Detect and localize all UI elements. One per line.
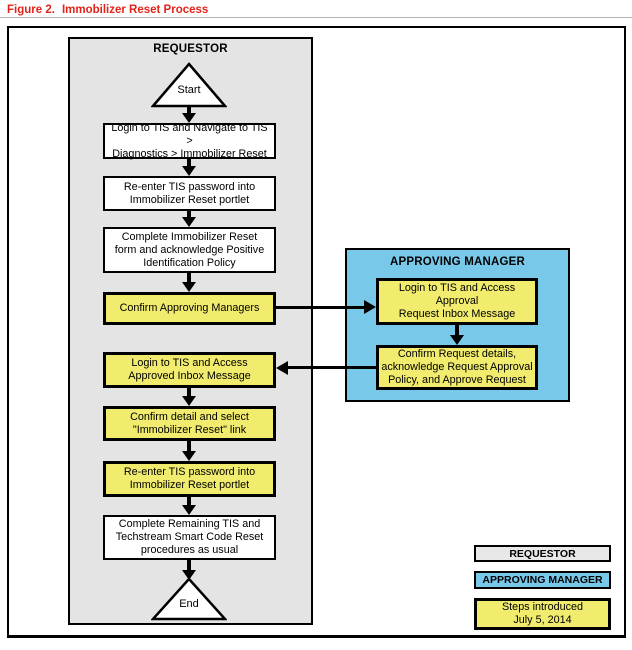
figure-number: Figure 2. [7,4,55,16]
flow-arrow-step8-to-end [187,559,191,571]
flow-arrowhead [182,570,196,580]
flow-arrow-start-to-step1 [187,106,191,114]
flow-arrowhead [450,335,464,345]
flow-arrow-step1-to-step2 [187,158,191,167]
step-login-approved-inbox: Login to TIS and Access Approved Inbox M… [103,352,276,388]
flow-arrowhead [182,217,196,227]
legend-requestor: REQUESTOR [474,545,611,562]
flow-arrow-manager1-to-manager2 [455,324,459,336]
flow-arrow-to-manager [276,306,366,309]
flow-arrowhead [182,113,196,123]
step-confirm-managers: Confirm Approving Managers [103,292,276,325]
manager-step-login-inbox: Login to TIS and Access Approval Request… [376,278,538,325]
step-reenter-password-2: Re-enter TIS password into Immobilizer R… [103,461,276,497]
start-label: Start [177,84,201,96]
flow-arrow-to-requestor [287,366,376,369]
legend-new-steps: Steps introduced July 5, 2014 [474,598,611,630]
title-divider [0,17,632,18]
flow-arrowhead [182,505,196,515]
flow-arrow-step2-to-step3 [187,210,191,218]
flow-arrowhead [182,166,196,176]
flow-arrowhead-left [276,361,288,375]
flow-arrow-step3-to-step4 [187,272,191,283]
manager-step-confirm-approve: Confirm Request details, acknowledge Req… [376,345,538,390]
flow-arrowhead [182,282,196,292]
flow-arrowhead [182,396,196,406]
end-label: End [179,598,199,610]
legend-approving-manager: APPROVING MANAGER [474,571,611,589]
flow-arrowhead-right [364,300,376,314]
approving-manager-lane-label: APPROVING MANAGER [389,256,526,268]
flow-arrow-step6-to-step7 [187,440,191,452]
requestor-lane-label: REQUESTOR [153,43,228,55]
flow-arrow-step7-to-step8 [187,496,191,506]
step-complete-form: Complete Immobilizer Reset form and ackn… [103,227,276,273]
step-login-navigate: Login to TIS and Navigate to TIS > Diagn… [103,122,276,160]
figure-title-text: Immobilizer Reset Process [61,4,209,16]
end-terminator [151,577,227,621]
flow-arrowhead [182,451,196,461]
step-complete-remaining: Complete Remaining TIS and Techstream Sm… [103,515,276,560]
step-confirm-detail-link: Confirm detail and select "Immobilizer R… [103,406,276,441]
step-reenter-password-1: Re-enter TIS password into Immobilizer R… [103,176,276,211]
flow-arrow-step5-to-step6 [187,387,191,397]
figure-title: Figure 2. Immobilizer Reset Process [7,4,208,16]
